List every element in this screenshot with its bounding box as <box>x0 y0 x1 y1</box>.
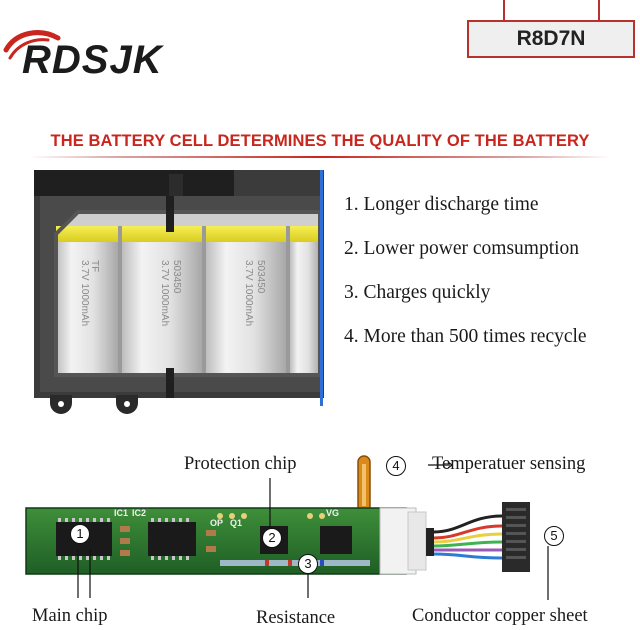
label-protection-chip: Protection chip <box>184 454 297 474</box>
silk-op: OP <box>210 518 223 528</box>
marker-1: 1 <box>70 524 90 544</box>
feature-item: 1. Longer discharge time <box>344 194 539 215</box>
label-conductor-copper-sheet: Conductor copper sheet <box>412 606 588 626</box>
cell-model-3: 503450 <box>255 260 266 294</box>
model-code: R8D7N <box>516 27 586 50</box>
model-connector-right <box>598 0 600 20</box>
cell-brand-1: TF <box>89 260 100 272</box>
silk-vg: VG <box>326 508 339 518</box>
protection-chip-2 <box>320 526 352 554</box>
feature-list: 1. Longer discharge time 2. Lower power … <box>344 190 640 366</box>
section-heading: THE BATTERY CELL DETERMINES THE QUALITY … <box>50 132 590 150</box>
cell-spec-1: 3.7V 1000mAh <box>79 260 90 326</box>
cable-connector <box>502 502 530 572</box>
ribbon-cable <box>426 514 503 560</box>
feature-item: 2. Lower power comsumption <box>344 238 580 259</box>
silk-ic2: IC2 <box>132 508 146 518</box>
cell-model-2: 503450 <box>171 260 182 294</box>
label-main-chip: Main chip <box>32 606 108 626</box>
pcb-diagram: IC1 IC2 OP Q1 VG 1 <box>20 450 640 630</box>
battery-edge-line <box>320 170 323 406</box>
battery-cutaway-illustration: TF 3.7V 1000mAh 503450 3.7V 1000mAh 5034… <box>34 170 324 414</box>
secondary-chip <box>148 522 196 556</box>
label-temperature-sensing: Temperatuer sensing <box>432 454 586 474</box>
feature-item: 4. More than 500 times recycle <box>344 326 587 347</box>
feature-item: 3. Charges quickly <box>344 282 491 303</box>
marker-3: 3 <box>298 554 318 574</box>
logo-swoosh-icon <box>3 30 61 60</box>
marker-2: 2 <box>262 528 282 548</box>
marker-5: 5 <box>544 526 564 546</box>
label-resistance: Resistance <box>256 608 336 628</box>
model-badge: R8D7N <box>467 20 635 58</box>
silk-ic1: IC1 <box>114 508 128 518</box>
logo-text: RDSJK <box>22 38 163 82</box>
cell-spec-3: 3.7V 1000mAh <box>243 260 254 326</box>
silk-q1: Q1 <box>230 518 242 528</box>
brand-logo: RDSJK <box>2 18 177 82</box>
pcb-illustration: IC1 IC2 OP Q1 VG <box>25 455 549 600</box>
model-connector-left <box>503 0 505 20</box>
battery-cells <box>56 226 320 376</box>
heading-underline <box>28 156 612 158</box>
cell-spec-2: 3.7V 1000mAh <box>159 260 170 326</box>
marker-4: 4 <box>386 456 406 476</box>
resistance-strip <box>220 560 370 566</box>
